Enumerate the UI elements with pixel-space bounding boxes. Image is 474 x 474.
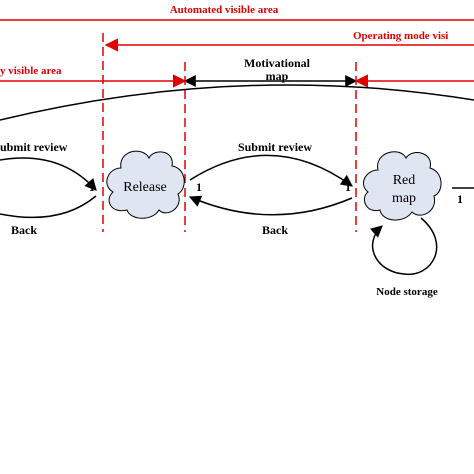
left-back-label: Back [11, 223, 37, 237]
motivational-map-label-1: Motivational [244, 56, 311, 70]
mid-submit-arrow [189, 154, 353, 187]
red-map-cloud-shape [363, 151, 442, 221]
red-map-node: Red map [363, 151, 442, 221]
weight-1: 1 [89, 180, 95, 194]
left-back-curve [0, 195, 97, 219]
mid-submit-label: Submit review [238, 140, 312, 154]
mid-back-arrow [188, 195, 353, 216]
release-cloud-shape [106, 150, 185, 219]
left-submit-arrow [0, 157, 97, 191]
red-map-label-1: Red [393, 173, 416, 188]
automated-area-label: Automated visible area [170, 4, 279, 16]
motivational-map-label-2: map [266, 69, 289, 83]
weight-4: 1 [457, 192, 463, 206]
weight-2: 1 [196, 180, 202, 194]
red-map-label-2: map [392, 191, 416, 206]
weight-3: 1 [345, 180, 351, 194]
node-storage-label: Node storage [376, 286, 438, 298]
manual-area-label: y visible area [0, 65, 62, 77]
left-submit-label: ubmit review [0, 140, 68, 154]
overarching-arc [0, 84, 474, 121]
mid-back-label: Back [262, 223, 288, 237]
release-node: Release [106, 150, 185, 219]
operating-mode-area-label: Operating mode visi [353, 30, 448, 42]
release-label: Release [123, 180, 167, 195]
node-storage-loop [369, 217, 438, 275]
